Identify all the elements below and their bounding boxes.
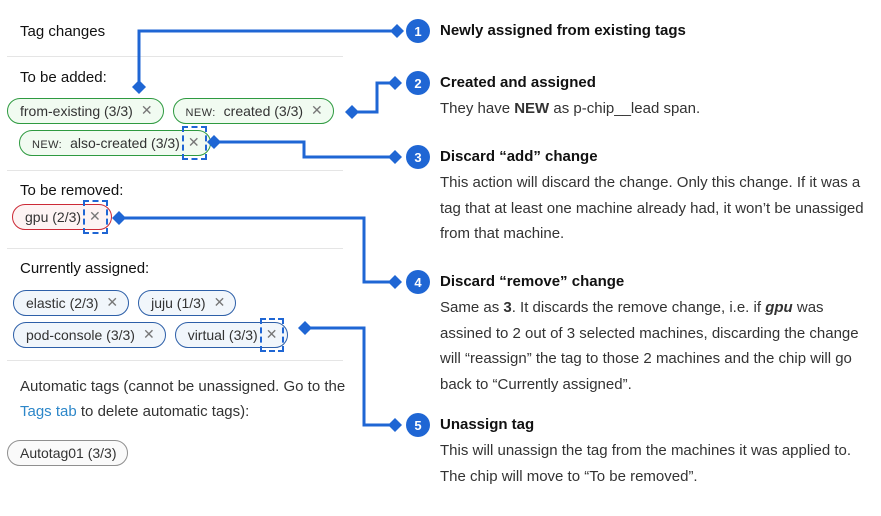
callout-badge-2: 2 xyxy=(406,71,430,95)
chip-pod-console: pod-console (3/3) ✕ xyxy=(13,322,166,348)
divider xyxy=(7,56,343,57)
annotation-title: Newly assigned from existing tags xyxy=(440,22,686,39)
connector-4 xyxy=(119,216,390,284)
callout-badge-1: 1 xyxy=(406,19,430,43)
chip-label: Autotag01 (3/3) xyxy=(20,445,117,461)
diamond-endpoint xyxy=(298,321,312,335)
annotation-body: This will unassign the tag from the mach… xyxy=(440,442,852,485)
dismiss-icon[interactable]: ✕ xyxy=(142,327,155,343)
annotation-title: Discard “remove” change xyxy=(440,273,625,290)
dismiss-icon[interactable]: ✕ xyxy=(83,200,108,234)
divider xyxy=(7,360,343,361)
diamond-endpoint xyxy=(112,211,126,225)
divider xyxy=(7,248,343,249)
divider xyxy=(7,170,343,171)
chip-elastic: elastic (2/3) ✕ xyxy=(13,290,130,316)
annotation-1: Newly assigned from existing tags xyxy=(440,19,872,43)
dismiss-icon[interactable]: ✕ xyxy=(311,103,323,119)
body-text: was assined to 2 out of 3 selected machi… xyxy=(440,299,859,393)
chip-label: also-created (3/3) xyxy=(70,135,180,151)
body-bold: NEW xyxy=(514,100,550,117)
diamond-endpoint xyxy=(388,150,402,164)
chip-new-lead: NEW: xyxy=(185,107,216,119)
assigned-chips-row-2: pod-console (3/3) ✕ virtual (3/3) ✕ xyxy=(13,318,289,352)
diamond-endpoint xyxy=(345,105,359,119)
removed-chips-row: gpu (2/3) ✕ xyxy=(12,200,112,234)
chip-label: virtual (3/3) xyxy=(187,327,258,343)
chip-new-created: NEW: created (3/3) ✕ xyxy=(172,98,334,124)
chip-juju: juju (1/3) ✕ xyxy=(138,290,237,316)
chip-label: from-existing (3/3) xyxy=(20,103,133,119)
dismiss-icon[interactable]: ✕ xyxy=(213,295,226,311)
body-bold-italic: gpu xyxy=(765,299,793,316)
dismiss-icon[interactable]: ✕ xyxy=(181,126,207,160)
chip-virtual: virtual (3/3) ✕ xyxy=(174,318,289,352)
automatic-tags-text: to delete automatic tags): xyxy=(76,403,250,420)
annotation-3: Discard “add” change This action will di… xyxy=(440,145,872,247)
annotation-title: Created and assigned xyxy=(440,74,596,91)
added-chips-row-1: from-existing (3/3) ✕ NEW: created (3/3)… xyxy=(7,98,334,124)
chip-label: gpu (2/3) xyxy=(25,209,82,225)
page-title: Tag changes xyxy=(20,23,106,40)
connector-2 xyxy=(352,81,390,114)
callout-badge-3: 3 xyxy=(406,145,430,169)
chip-label: created (3/3) xyxy=(223,103,304,119)
diamond-endpoint xyxy=(388,275,402,289)
chip-new-also-created: NEW: also-created (3/3) ✕ xyxy=(19,126,211,160)
automatic-tags-note: Automatic tags (cannot be unassigned. Go… xyxy=(20,374,350,424)
body-text: Same as xyxy=(440,299,504,316)
annotation-2: Created and assigned They have NEW as p-… xyxy=(440,71,872,122)
automatic-chips-row: Autotag01 (3/3) xyxy=(7,440,128,466)
diamond-endpoint xyxy=(390,24,404,38)
chip-autotag01: Autotag01 (3/3) xyxy=(7,440,128,466)
added-chips-row-2: NEW: also-created (3/3) ✕ xyxy=(19,126,211,160)
connector-diamonds xyxy=(112,24,404,432)
annotation-body: This action will discard the change. Onl… xyxy=(440,174,864,242)
chip-label: elastic (2/3) xyxy=(26,295,99,311)
dismiss-icon[interactable]: ✕ xyxy=(106,295,119,311)
callout-badge-5: 5 xyxy=(406,413,430,437)
dismiss-icon[interactable]: ✕ xyxy=(259,318,285,352)
annotation-title: Discard “add” change xyxy=(440,148,598,165)
chip-label: pod-console (3/3) xyxy=(26,327,135,343)
annotation-body: Same as 3. It discards the remove change… xyxy=(440,295,872,397)
section-label-currently-assigned: Currently assigned: xyxy=(20,260,150,277)
dismiss-icon[interactable]: ✕ xyxy=(140,103,153,119)
diamond-endpoint xyxy=(388,418,402,432)
annotation-5: Unassign tag This will unassign the tag … xyxy=(440,413,872,489)
body-text: . It discards the remove change, i.e. if xyxy=(511,299,766,316)
diamond-endpoint xyxy=(388,76,402,90)
chip-new-lead: NEW: xyxy=(32,139,63,151)
automatic-tags-text: Automatic tags (cannot be unassigned. Go… xyxy=(20,378,346,395)
tags-tab-link[interactable]: Tags tab xyxy=(20,403,77,420)
body-text: They have xyxy=(440,100,515,117)
connector-3 xyxy=(214,140,390,159)
body-bold: 3 xyxy=(503,299,512,316)
diamond-endpoint xyxy=(132,80,146,94)
chip-from-existing: from-existing (3/3) ✕ xyxy=(7,98,164,124)
section-label-to-be-removed: To be removed: xyxy=(20,182,124,199)
callout-badge-4: 4 xyxy=(406,270,430,294)
chip-label: juju (1/3) xyxy=(151,295,206,311)
assigned-chips-row-1: elastic (2/3) ✕ juju (1/3) ✕ xyxy=(13,290,237,316)
connector-1 xyxy=(137,29,396,84)
annotation-4: Discard “remove” change Same as 3. It di… xyxy=(440,270,872,397)
annotation-body: They have NEW as p-chip__lead span. xyxy=(440,96,872,122)
chip-gpu: gpu (2/3) ✕ xyxy=(12,200,112,234)
annotation-title: Unassign tag xyxy=(440,416,535,433)
body-text: as p-chip__lead span. xyxy=(549,100,701,117)
section-label-to-be-added: To be added: xyxy=(20,69,107,86)
